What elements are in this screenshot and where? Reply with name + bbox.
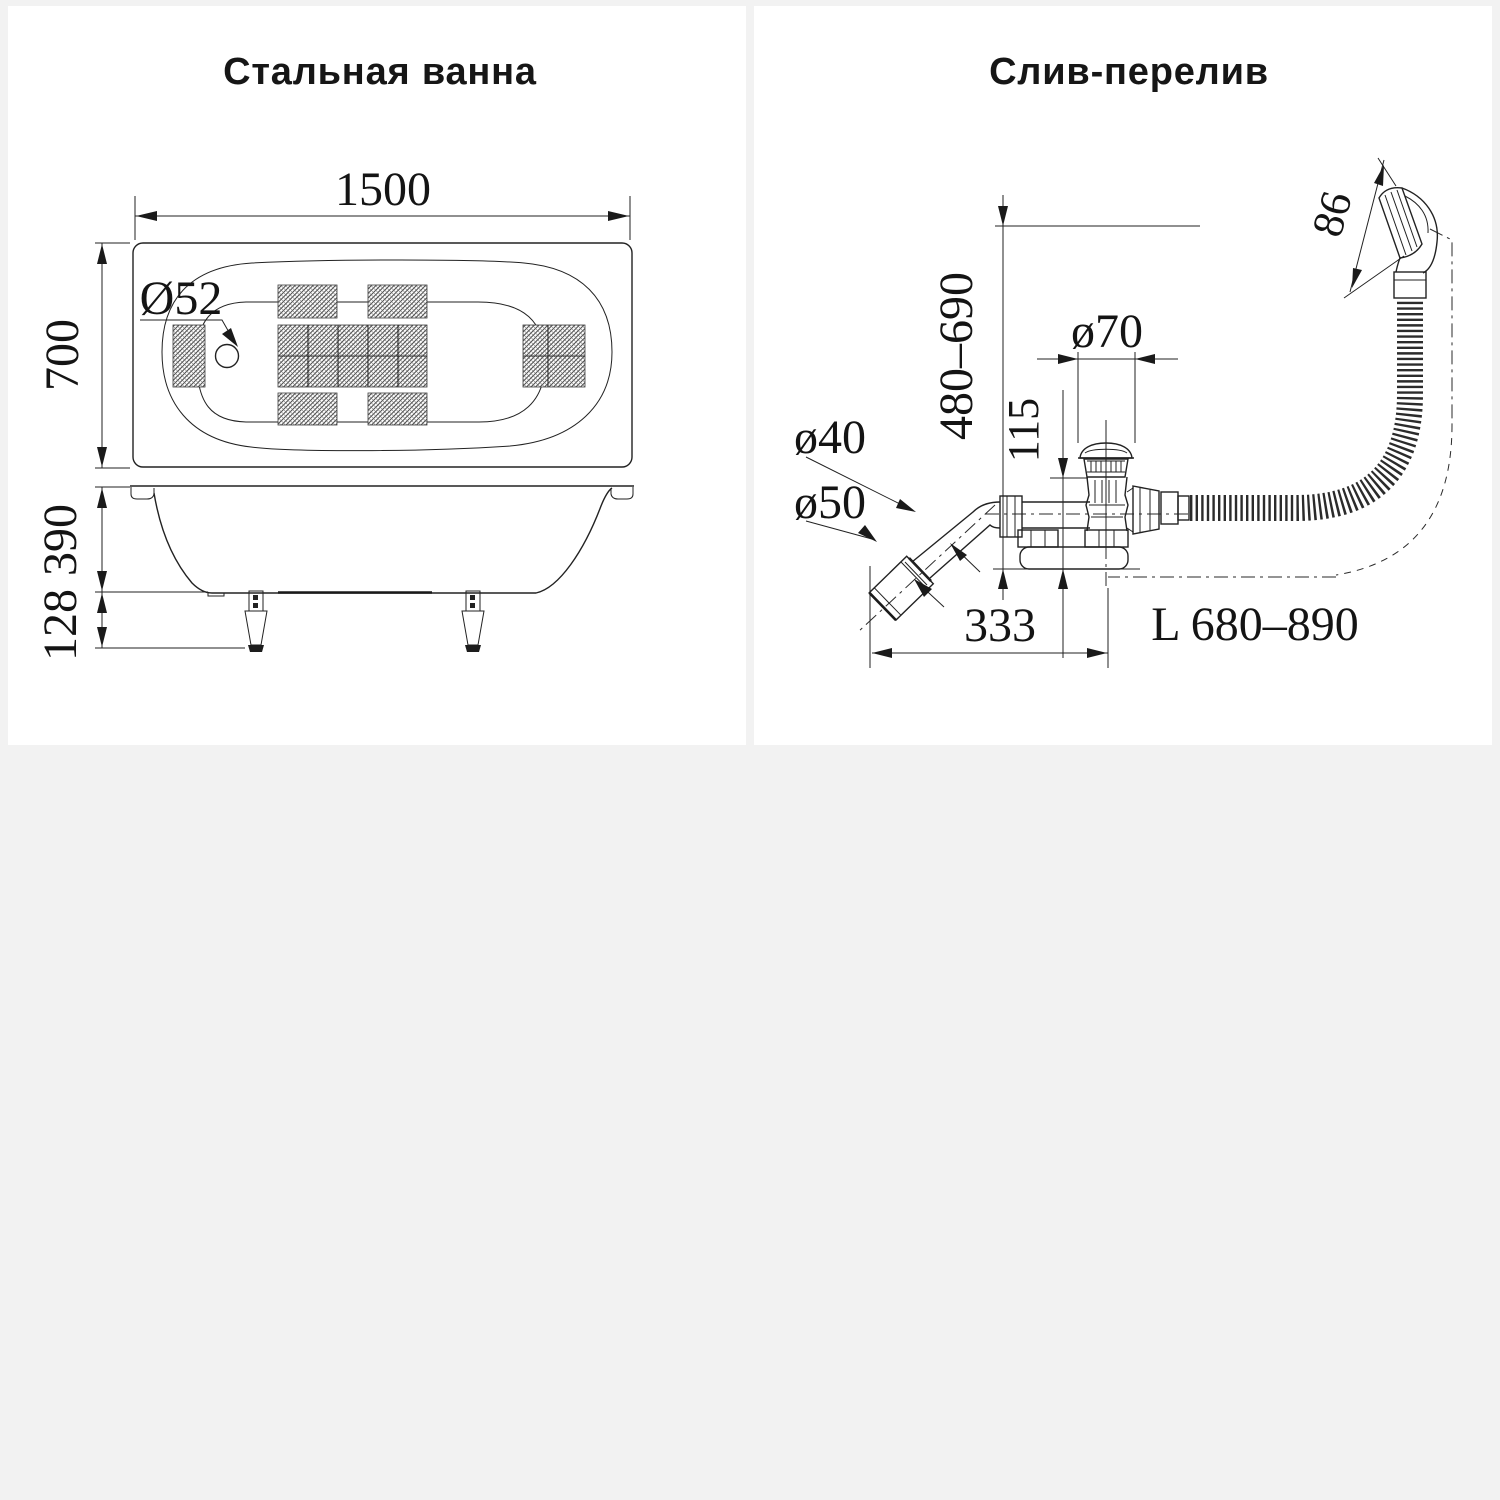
dim-length: 1500 [335,163,431,216]
dim-drain-body-height: 115 [999,398,1048,462]
dim-offset-group: 333 [869,566,1109,668]
dim-cap-group: ø70 [1037,305,1178,443]
dim-length-group: 1500 [134,163,631,240]
dim-horizontal-offset: 333 [964,599,1036,652]
dim-installation-height: 480–690 [930,272,983,440]
anti-slip-patches [172,284,586,426]
outlet-diameter-callout: ø50 [794,476,945,608]
right-panel-title: Слив-перелив [989,51,1269,93]
tub-leg-right [461,590,485,652]
dim-drain-cap: ø70 [1071,305,1143,358]
dim-depth-group: 390 128 [34,486,245,661]
dim-tub-depth: 390 [34,504,87,576]
overflow-fitting [1378,187,1439,299]
dim-body-height-group: 115 [993,390,1140,658]
pipe-diameter-callout: ø40 [794,411,981,573]
dim-width: 700 [36,319,89,391]
dim-height-group: 480–690 [930,195,1200,600]
dim-pipe-diameter: ø40 [794,411,866,464]
corrugated-hose [1190,300,1423,521]
dim-leg-height: 128 [34,589,87,661]
bathtub-side-view: 390 128 [34,485,634,661]
left-panel-title: Стальная ванна [223,51,537,93]
tub-leg-left [244,590,268,652]
dim-hose-length: L 680–890 [1151,598,1359,651]
right-panel [754,6,1492,745]
drain-hole-callout: Ø52 [140,272,240,369]
bathtub-top-view: Ø52 1500 700 [36,163,633,469]
dim-width-group: 700 [36,242,130,469]
drain-valve [868,442,1190,622]
dim-drain-hole: Ø52 [140,272,223,325]
dim-outlet-diameter: ø50 [794,476,866,529]
drain-overflow-drawing: 86 480–690 [794,157,1453,668]
